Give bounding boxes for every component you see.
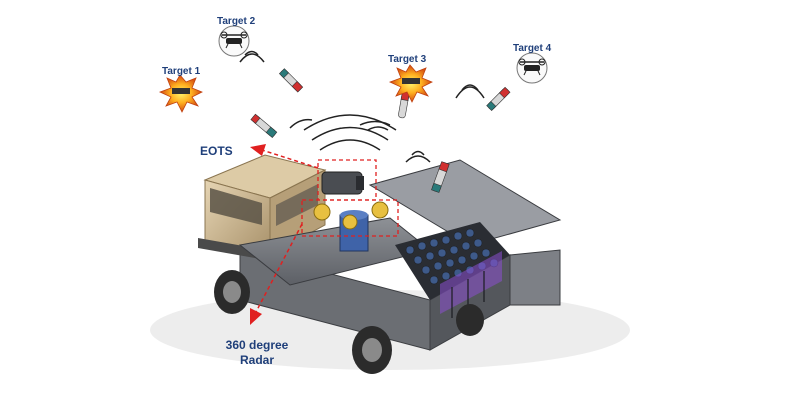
target-3-label: Target 3: [388, 54, 427, 65]
radar-pointer: [250, 223, 303, 325]
missile-magazine: [395, 222, 510, 318]
target-2-label: Target 2: [217, 16, 256, 27]
interceptor-launching: [431, 161, 450, 193]
target-4-drone: [516, 52, 548, 84]
cab-windshield: [210, 188, 262, 225]
target-4-label: Target 4: [513, 43, 552, 54]
eots-label: EOTS: [200, 144, 233, 158]
truck: [198, 154, 562, 374]
cab-side-window: [276, 184, 318, 226]
interceptor-1: [250, 113, 278, 139]
truck-wheels: [214, 270, 484, 374]
radar-label: 360 degree Radar: [212, 338, 302, 368]
interceptor-2: [278, 68, 304, 93]
sensor-turret: [313, 171, 389, 252]
interceptor-missiles: [250, 68, 511, 193]
eots-pointer: [250, 144, 319, 169]
target-3-explosion: [388, 64, 433, 103]
target-1-explosion: [158, 74, 203, 113]
truck-bumper: [198, 238, 268, 261]
radar-label-line2: Radar: [239, 353, 274, 367]
radar-highlight-box: [301, 199, 399, 237]
rear-door-open: [509, 249, 561, 306]
signal-arcs: [239, 50, 485, 163]
interceptor-3: [398, 91, 410, 119]
target-1-label: Target 1: [162, 66, 201, 77]
radar-label-line1: 360 degree: [225, 338, 289, 352]
top-panel-open: [368, 159, 562, 246]
target-2-drone: [218, 25, 250, 57]
interceptor-4: [486, 86, 511, 112]
